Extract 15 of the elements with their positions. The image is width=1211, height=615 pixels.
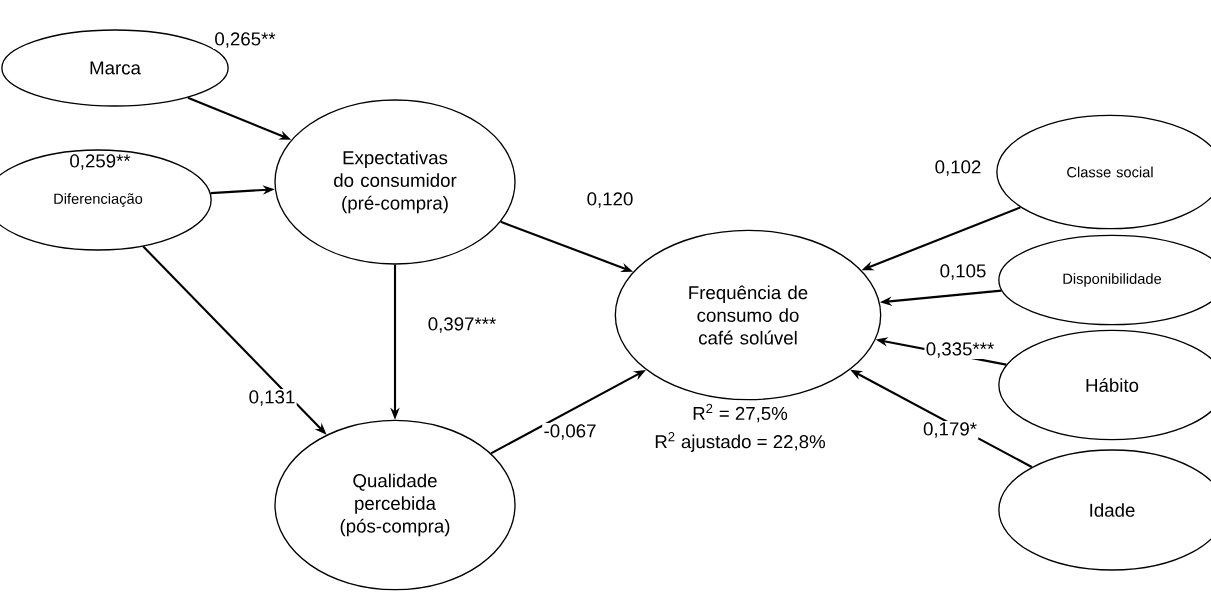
ellipse-node: Qualidade percebida (pós-compra) (274, 419, 516, 591)
edge-label: 0,102 (933, 158, 983, 178)
r-squared-text: R$^{2}$ ajustado = 22,8% (655, 432, 825, 452)
edge-label: -0,067 (542, 422, 598, 442)
edge-label: 0,397*** (426, 315, 498, 335)
edge-label: 0,105 (938, 262, 988, 282)
r-squared-text: R$^{2}$ = 27,5% (693, 403, 788, 423)
edge-label: 0,131 (247, 388, 297, 408)
edge-label: 0,179* (921, 420, 979, 440)
edge-label: 0,120 (585, 190, 635, 210)
edge-label: 0,259** (68, 152, 132, 172)
ellipse-node: Expectativas do consumidor (pré-compra) (274, 99, 516, 265)
edge-label: 0,335*** (924, 340, 996, 360)
ellipse-node: Frequência de consumo do café solúvel (614, 229, 882, 401)
edge-label: 0,265** (213, 30, 277, 50)
